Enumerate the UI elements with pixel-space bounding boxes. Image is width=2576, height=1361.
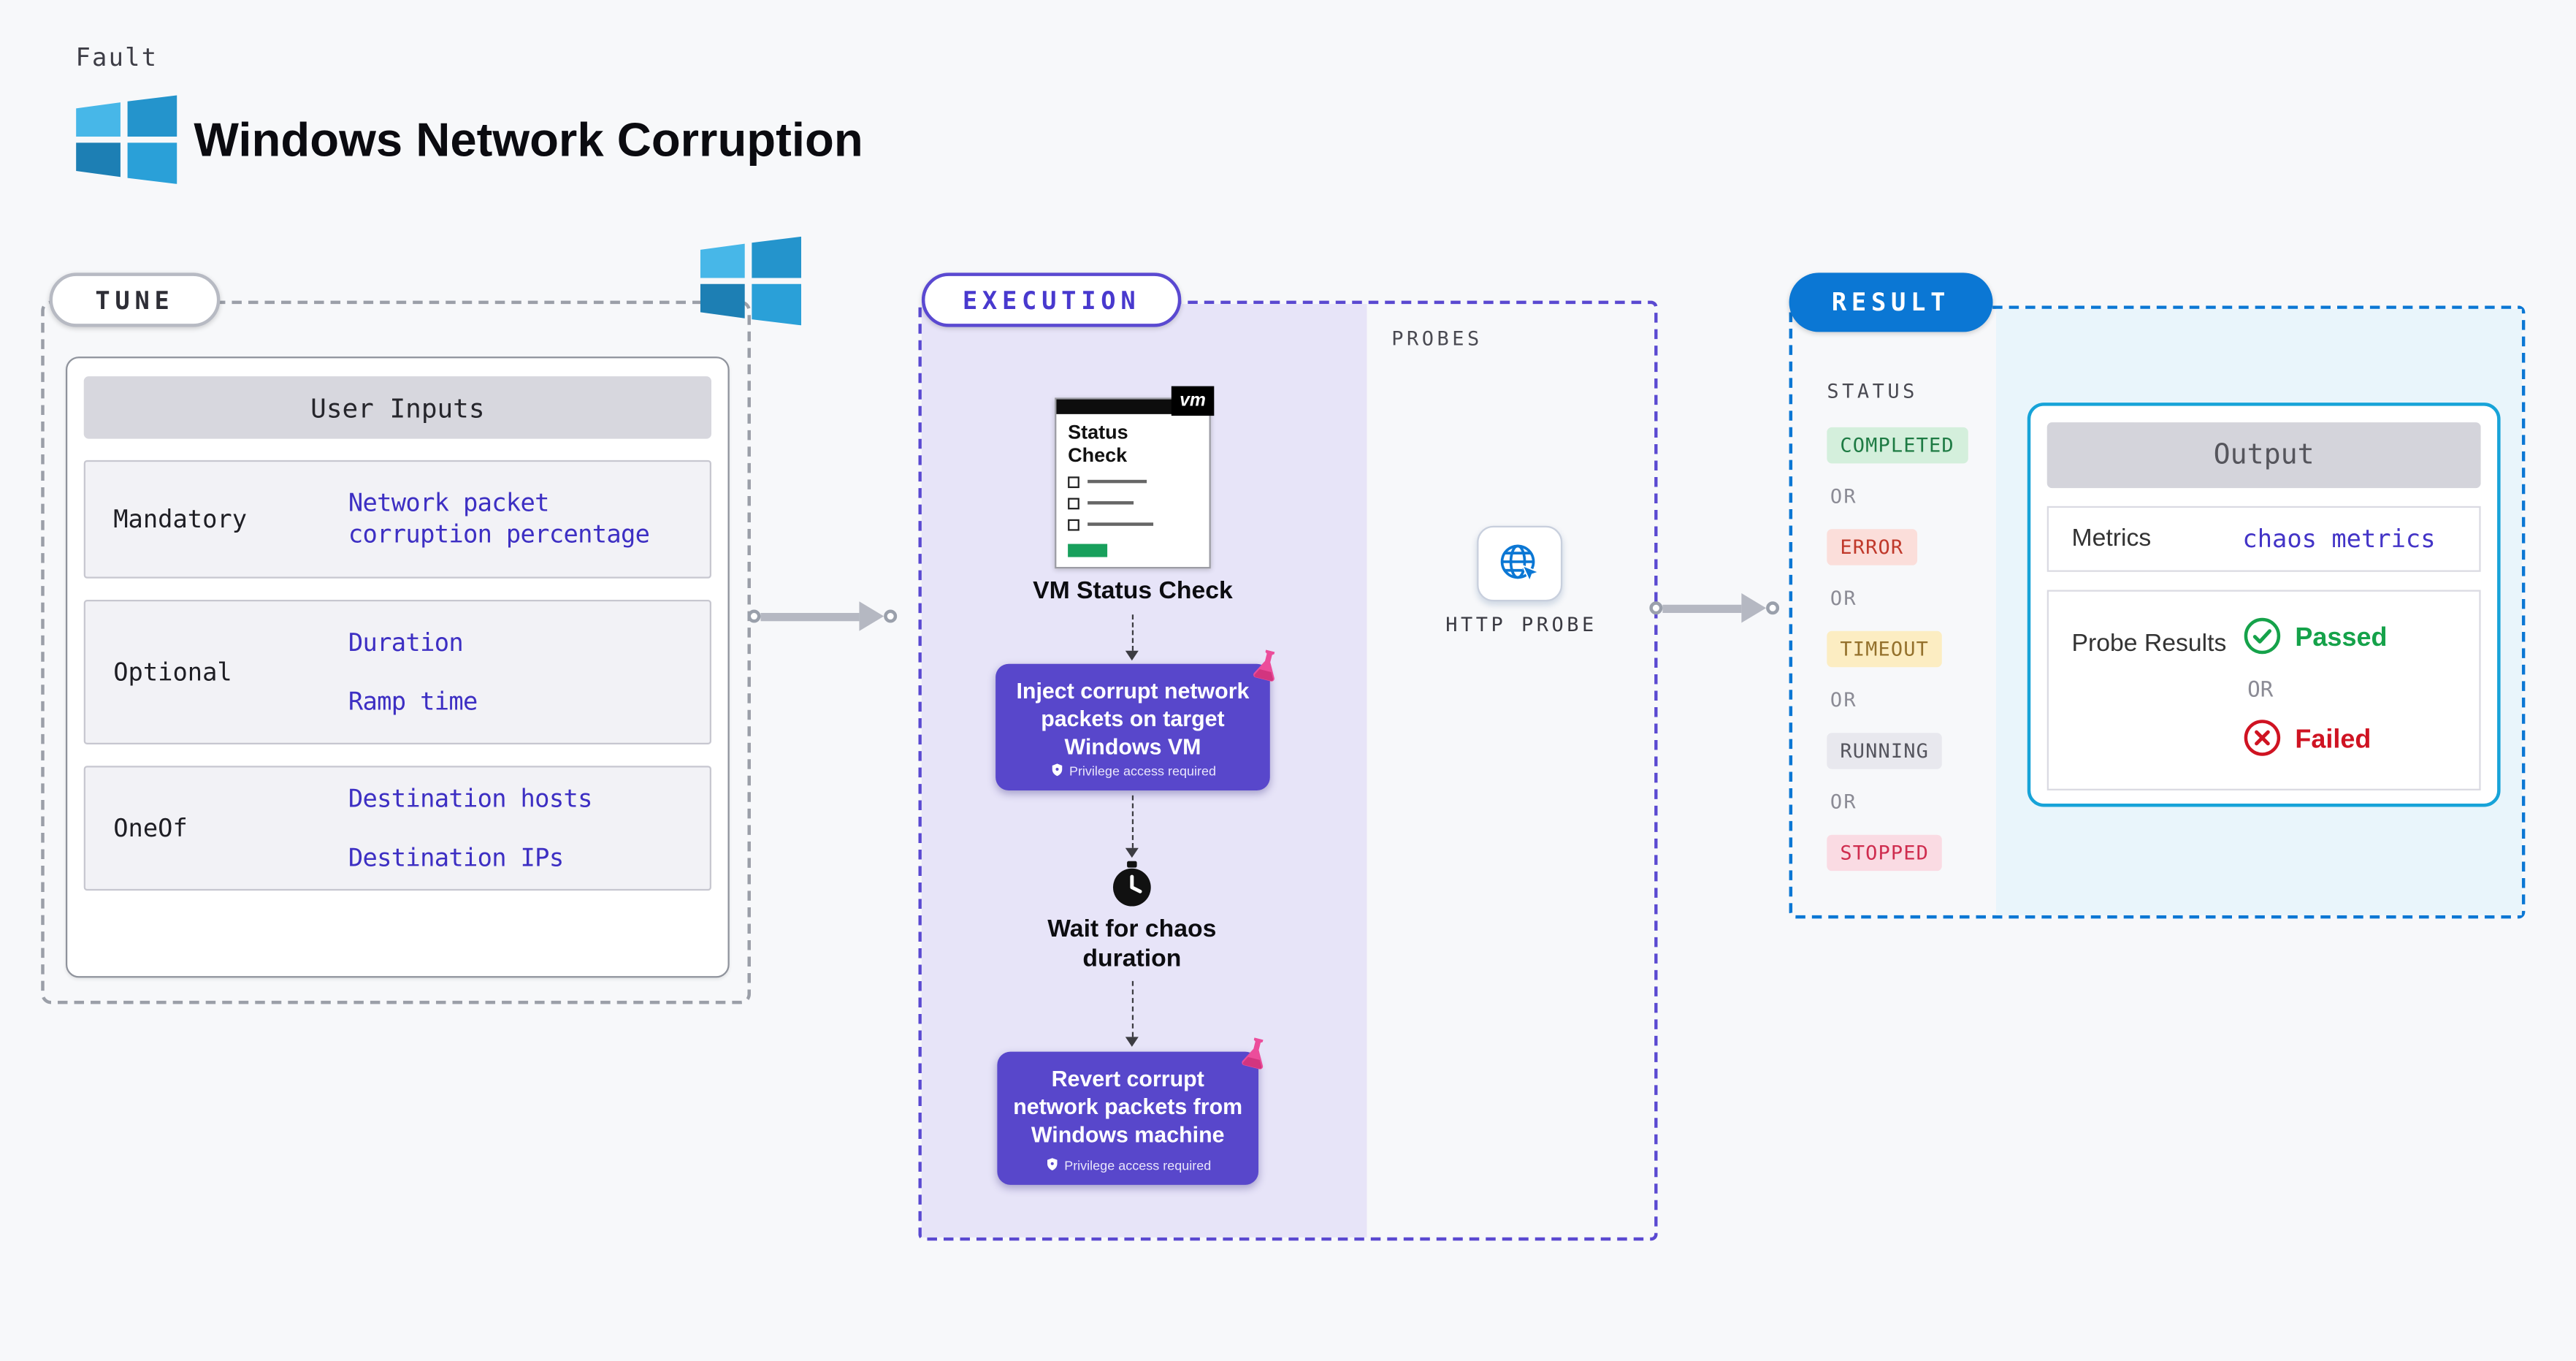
status-list: COMPLETED OR ERROR OR TIMEOUT OR RUNNING… — [1827, 427, 1968, 872]
status-badge-stopped: STOPPED — [1827, 834, 1942, 872]
probe-passed: Passed — [2242, 615, 2387, 663]
input-row-values: Network packet corruption percentage — [348, 489, 710, 550]
or-label: OR — [1830, 587, 1857, 610]
input-row-mandatory: Mandatory Network packet corruption perc… — [83, 460, 711, 579]
failed-text: Failed — [2295, 726, 2371, 755]
metrics-label: Metrics — [2071, 525, 2152, 553]
status-badge-timeout: TIMEOUT — [1827, 630, 1942, 668]
privilege-badge: Privilege access required — [995, 763, 1270, 782]
probe-results-values: Passed OR Failed — [2242, 592, 2387, 789]
input-row-values: Destination hosts Destination IPs — [348, 783, 710, 873]
vm-progress-bar — [1068, 543, 1108, 557]
step-connector-arrow-icon — [1125, 1037, 1139, 1047]
chaos-metrics-link[interactable]: chaos metrics — [2242, 524, 2436, 554]
output-card: Output Metrics chaos metrics Probe Resul… — [2027, 403, 2501, 807]
status-badge-running: RUNNING — [1827, 733, 1942, 769]
vm-logo: vm — [1171, 386, 1215, 416]
arrow-start-dot — [1649, 601, 1663, 615]
input-link-ramp-time[interactable]: Ramp time — [348, 686, 478, 716]
or-label: OR — [1830, 790, 1857, 814]
x-circle-icon — [2242, 717, 2282, 765]
user-inputs-header: User Inputs — [83, 376, 711, 439]
arrow-head-icon — [1741, 593, 1767, 623]
shield-icon — [1044, 1157, 1059, 1177]
flask-icon — [1245, 644, 1288, 687]
input-link-destination-hosts[interactable]: Destination hosts — [348, 783, 593, 813]
input-row-optional: Optional Duration Ramp time — [83, 600, 711, 744]
input-row-label: Optional — [113, 657, 232, 687]
execution-label: EXECUTION — [962, 285, 1141, 315]
shield-icon — [1050, 763, 1064, 782]
user-inputs-card: User Inputs Mandatory Network packet cor… — [65, 357, 730, 978]
arrow-tune-to-execution — [747, 601, 898, 631]
input-link-corruption-percentage[interactable]: Network packet corruption percentage — [348, 488, 650, 549]
vm-status-check-caption: VM Status Check — [1033, 576, 1233, 605]
or-label: OR — [1830, 484, 1857, 508]
passed-text: Passed — [2295, 624, 2388, 653]
privilege-badge: Privilege access required — [997, 1157, 1258, 1177]
execution-label-pill: EXECUTION — [921, 272, 1182, 327]
arrow-end-dot — [884, 609, 898, 623]
output-header: Output — [2046, 422, 2481, 489]
inject-step: Inject corrupt network packets on target… — [995, 649, 1275, 790]
privilege-badge-text: Privilege access required — [1069, 763, 1216, 779]
privilege-badge-text: Privilege access required — [1064, 1158, 1212, 1174]
http-probe-caption: HTTP PROBE — [1445, 613, 1597, 636]
clock-icon — [1109, 861, 1155, 907]
arrow-end-dot — [1766, 601, 1780, 615]
wait-step-text: Wait for chaos duration — [1047, 915, 1217, 973]
http-probe-icon — [1477, 525, 1563, 602]
result-section: STATUS COMPLETED OR ERROR OR TIMEOUT OR … — [1789, 305, 2526, 919]
input-row-oneof: OneOf Destination hosts Destination IPs — [83, 766, 711, 891]
fault-kind-label: Fault — [75, 42, 158, 72]
input-link-duration[interactable]: Duration — [348, 627, 464, 657]
result-label-pill: RESULT — [1789, 272, 1993, 332]
revert-step-text: Revert corrupt network packets from Wind… — [1013, 1066, 1243, 1147]
input-link-destination-ips[interactable]: Destination IPs — [348, 842, 564, 872]
vm-card-title: Status Check — [1068, 420, 1128, 467]
probes-label: PROBES — [1391, 327, 1483, 351]
result-label: RESULT — [1831, 287, 1951, 318]
inject-step-text: Inject corrupt network packets on target… — [1016, 679, 1250, 759]
vm-status-check-icon: vm Status Check — [1055, 386, 1215, 569]
status-badge-error: ERROR — [1827, 529, 1917, 565]
page-title: Windows Network Corruption — [194, 115, 863, 168]
arrow-head-icon — [859, 601, 884, 631]
windows-logo-icon — [72, 95, 180, 184]
windows-logo-icon-small — [697, 236, 805, 326]
arrow-line — [1662, 603, 1742, 612]
tune-section: User Inputs Mandatory Network packet cor… — [41, 300, 751, 1004]
output-row-metrics: Metrics chaos metrics — [2046, 506, 2481, 572]
tune-label-pill: TUNE — [49, 272, 221, 327]
tune-label: TUNE — [95, 285, 175, 315]
revert-step: Revert corrupt network packets from Wind… — [997, 1037, 1264, 1185]
arrow-line — [760, 611, 860, 621]
step-connector — [1131, 614, 1134, 651]
flask-icon — [1234, 1032, 1277, 1075]
arrow-start-dot — [747, 609, 761, 623]
status-label: STATUS — [1827, 379, 1918, 403]
step-connector-arrow-icon — [1125, 650, 1139, 661]
step-connector — [1131, 980, 1134, 1037]
check-circle-icon — [2242, 615, 2282, 663]
input-row-values: Duration Ramp time — [348, 628, 710, 717]
step-connector-arrow-icon — [1125, 847, 1139, 858]
probe-results-label: Probe Results — [2071, 629, 2227, 657]
vm-card-topbar — [1056, 399, 1209, 414]
execution-section: PROBES vm Status Check VM Status Check — [918, 300, 1658, 1241]
or-label: OR — [2247, 677, 2274, 703]
step-connector — [1131, 795, 1134, 848]
or-label: OR — [1830, 688, 1857, 712]
status-badge-completed: COMPLETED — [1827, 427, 1968, 464]
output-row-probe-results: Probe Results Passed OR — [2046, 590, 2481, 790]
input-row-label: Mandatory — [113, 504, 248, 535]
probe-failed: Failed — [2242, 717, 2387, 765]
vm-checklist — [1056, 476, 1209, 530]
input-row-label: OneOf — [113, 813, 188, 843]
arrow-execution-to-result — [1649, 593, 1780, 623]
